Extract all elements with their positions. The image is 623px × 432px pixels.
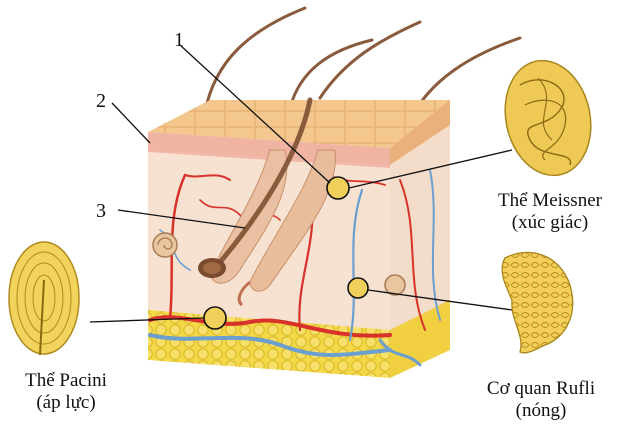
ruffini-label: Cơ quan Rufli (nóng) bbox=[462, 378, 620, 422]
meissner-marker bbox=[327, 177, 349, 199]
ruffini-function: (nóng) bbox=[462, 400, 620, 422]
meissner-name: Thể Meissner bbox=[480, 190, 620, 212]
label-number-1: 1 bbox=[174, 29, 184, 51]
pacinian-corpuscle-icon bbox=[9, 242, 79, 355]
pacini-marker bbox=[204, 307, 226, 329]
pacini-name: Thể Pacini bbox=[2, 370, 130, 392]
meissner-corpuscle-icon bbox=[495, 53, 601, 184]
block-side-face bbox=[390, 100, 450, 378]
pacini-function: (áp lực) bbox=[2, 392, 130, 414]
meissner-function: (xúc giác) bbox=[480, 212, 620, 234]
label-number-2: 2 bbox=[96, 90, 106, 112]
label-number-3: 3 bbox=[96, 200, 106, 222]
pacini-label: Thể Pacini (áp lực) bbox=[2, 370, 130, 414]
ruffini-name: Cơ quan Rufli bbox=[462, 378, 620, 400]
meissner-label: Thể Meissner (xúc giác) bbox=[480, 190, 620, 234]
ruffini-organ-icon bbox=[502, 252, 573, 352]
ruffini-marker bbox=[348, 278, 368, 298]
